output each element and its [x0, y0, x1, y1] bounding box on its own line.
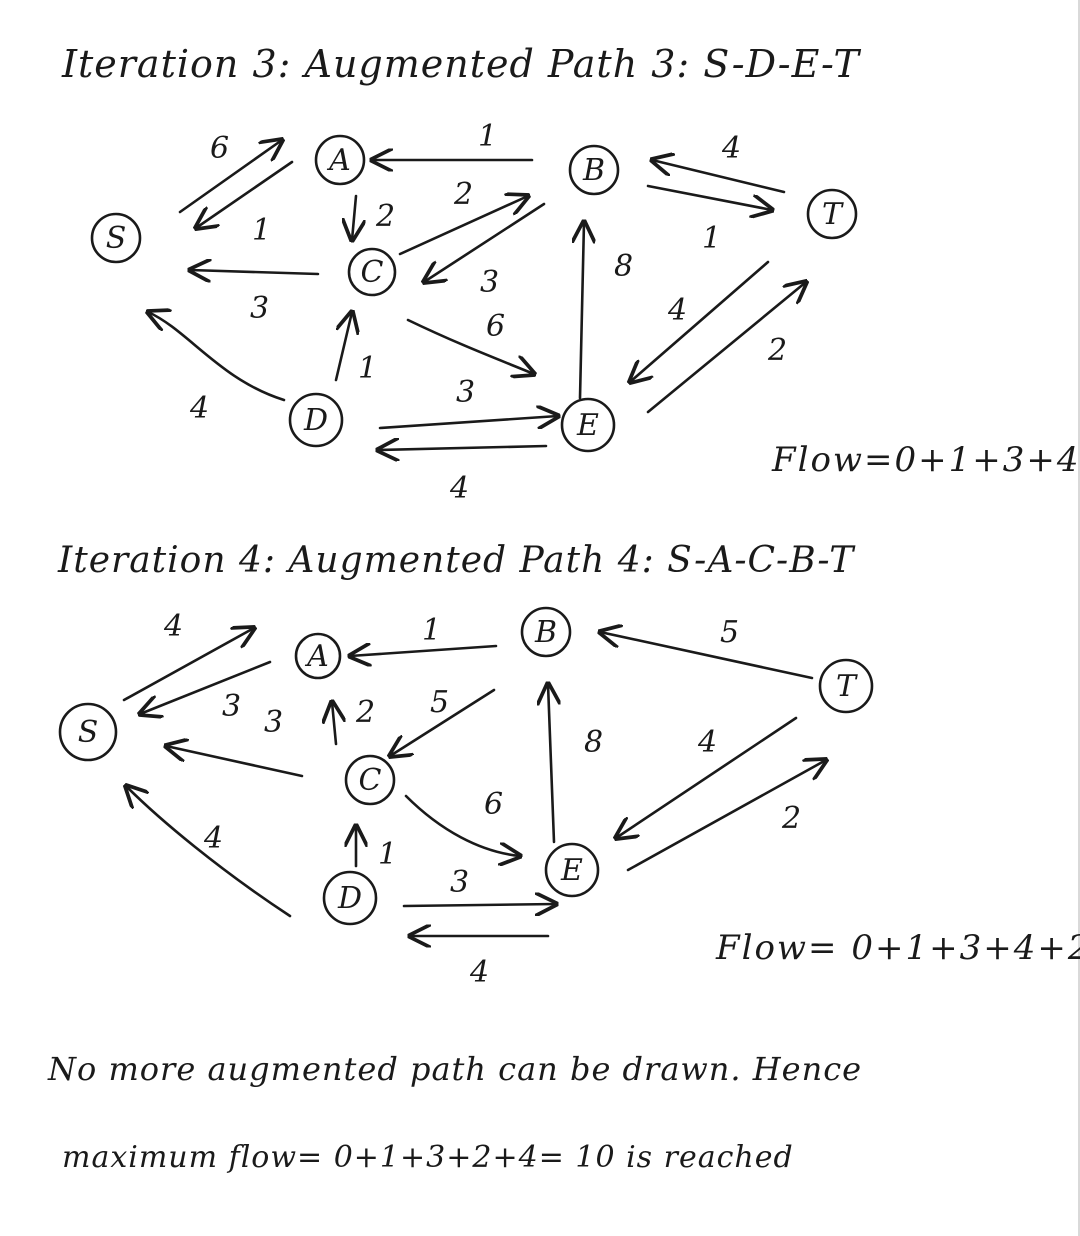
node-s-circle — [90, 212, 142, 264]
cap-d-c: 1 — [378, 837, 397, 872]
node-c-circle — [344, 754, 396, 806]
node-b-label: B — [582, 153, 605, 188]
cap-d-s: 4 — [189, 391, 209, 426]
edge-e-to-d — [378, 446, 548, 450]
node-e-circle — [544, 842, 600, 898]
cap-c-a: 2 — [355, 695, 375, 730]
edge-c-to-a — [332, 702, 336, 746]
edge-a-to-c — [352, 194, 356, 240]
edge-t-to-b — [600, 632, 814, 680]
edge-c-to-b — [398, 196, 528, 256]
cap-d-e: 3 — [450, 865, 469, 900]
cap-e-b: 8 — [584, 725, 603, 760]
edge-t-to-e — [630, 260, 770, 382]
iteration-3-heading: Iteration 3: Augmented Path 3: S-D-E-T — [62, 42, 860, 86]
cap-d-e: 3 — [456, 375, 475, 410]
edge-c-to-s — [190, 270, 320, 274]
node-t-label: T — [836, 669, 858, 704]
cap-b-a: 1 — [422, 613, 441, 648]
cap-b-c: 5 — [430, 685, 449, 720]
cap-c-b: 2 — [453, 177, 473, 212]
cap-d-s: 4 — [203, 821, 223, 856]
node-c-circle — [347, 247, 397, 297]
cap-t-e: 4 — [697, 725, 717, 760]
edge-e-to-t — [626, 760, 826, 872]
edge-t-to-b — [652, 160, 786, 194]
cap-e-t: 2 — [781, 801, 801, 836]
node-a-circle — [294, 632, 342, 680]
cap-s-a: 6 — [210, 131, 229, 166]
cap-c-e: 6 — [486, 309, 505, 344]
node-t-label: T — [822, 197, 844, 232]
node-d-circle — [322, 870, 378, 926]
cap-c-e: 6 — [484, 787, 503, 822]
cap-t-e: 4 — [667, 293, 687, 328]
iteration-3-flow-total: Flow=0+1+3+4 — [772, 440, 1080, 480]
edge-d-to-s — [148, 312, 286, 402]
node-d-circle — [288, 392, 344, 448]
node-b-circle — [520, 606, 572, 658]
edge-s-to-a — [178, 140, 282, 214]
edge-a-to-s — [196, 160, 294, 228]
cap-t-b: 5 — [720, 615, 739, 650]
iteration-4-heading: Iteration 4: Augmented Path 4: S-A-C-B-T — [58, 540, 855, 581]
node-t-circle — [818, 658, 874, 714]
cap-a-c: 2 — [375, 199, 395, 234]
edge-c-to-s — [166, 746, 304, 778]
edge-b-to-c — [424, 202, 546, 282]
node-b-label: B — [534, 615, 557, 650]
node-a-label: A — [304, 639, 329, 674]
node-s-circle — [58, 702, 118, 762]
cap-s-a: 4 — [163, 609, 183, 644]
cap-b-t: 4 — [721, 131, 741, 166]
edge-d-to-c — [334, 312, 352, 382]
cap-e-d: 4 — [449, 471, 469, 506]
edge-d-to-e — [378, 416, 558, 430]
cap-e-t: 2 — [767, 333, 787, 368]
cap-e-d: 4 — [469, 955, 489, 990]
edge-d-to-e — [402, 904, 556, 906]
edge-e-to-t — [646, 282, 806, 414]
cap-e-b: 8 — [614, 249, 633, 284]
conclusion-line-1: No more augmented path can be drawn. Hen… — [48, 1050, 863, 1088]
edge-t-to-e — [616, 716, 798, 838]
node-c-label: C — [359, 763, 382, 798]
edge-b-to-t — [646, 184, 772, 210]
node-b-circle — [568, 144, 620, 196]
node-c-label: C — [361, 255, 384, 290]
node-a-circle — [314, 134, 366, 186]
iteration-4-flow-total: Flow= 0+1+3+4+2 — [716, 928, 1080, 968]
cap-b-a: 1 — [478, 119, 497, 154]
cap-t-b: 1 — [702, 221, 721, 256]
node-e-label: E — [560, 853, 583, 888]
node-d-label: D — [303, 403, 328, 438]
cap-a-s: 1 — [252, 213, 271, 248]
node-a-label: A — [326, 143, 351, 178]
edge-d-to-s — [126, 786, 292, 918]
edge-b-to-a — [350, 646, 498, 656]
node-s-label: S — [78, 715, 99, 750]
node-t-circle — [806, 188, 858, 240]
node-e-label: E — [576, 408, 599, 443]
edge-c-to-e — [404, 794, 520, 856]
cap-d-c: 1 — [358, 351, 377, 386]
edge-e-to-b — [580, 222, 584, 400]
cap-c-s: 3 — [264, 705, 283, 740]
edge-c-to-e — [406, 318, 534, 374]
node-s-label: S — [106, 221, 127, 256]
cap-b-c: 3 — [480, 265, 499, 300]
edge-b-to-c — [390, 688, 496, 756]
edge-e-to-b — [548, 684, 554, 844]
node-d-label: D — [337, 881, 362, 916]
node-e-circle — [560, 397, 616, 453]
cap-a-s: 3 — [222, 689, 241, 724]
cap-c-s: 3 — [250, 291, 269, 326]
edge-a-to-s — [140, 660, 272, 714]
conclusion-line-2: maximum flow= 0+1+3+2+4= 10 is reached — [62, 1140, 794, 1175]
edge-s-to-a — [122, 628, 254, 702]
